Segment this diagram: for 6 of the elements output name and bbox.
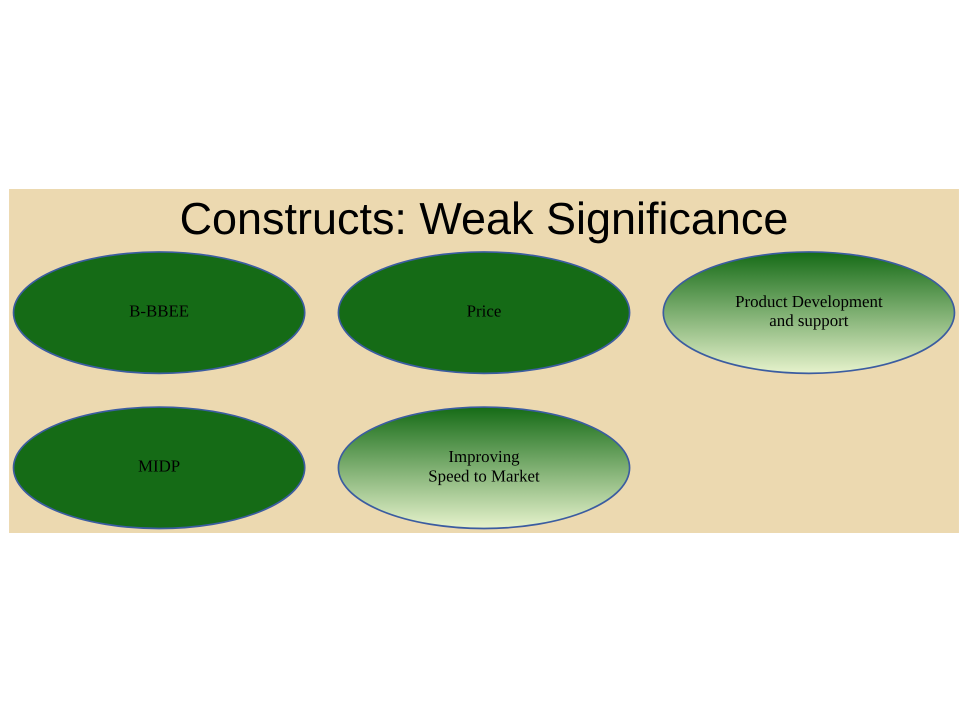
node-ellipse: Improving Speed to Market	[337, 406, 630, 530]
node-ellipse: B-BBEE	[12, 251, 306, 374]
node-ellipse: Price	[337, 251, 630, 374]
node-ellipse: MIDP	[12, 406, 306, 530]
diagram-title: Constructs: Weak Significance	[179, 192, 788, 244]
node-ellipse: Product Development and support	[662, 251, 955, 374]
